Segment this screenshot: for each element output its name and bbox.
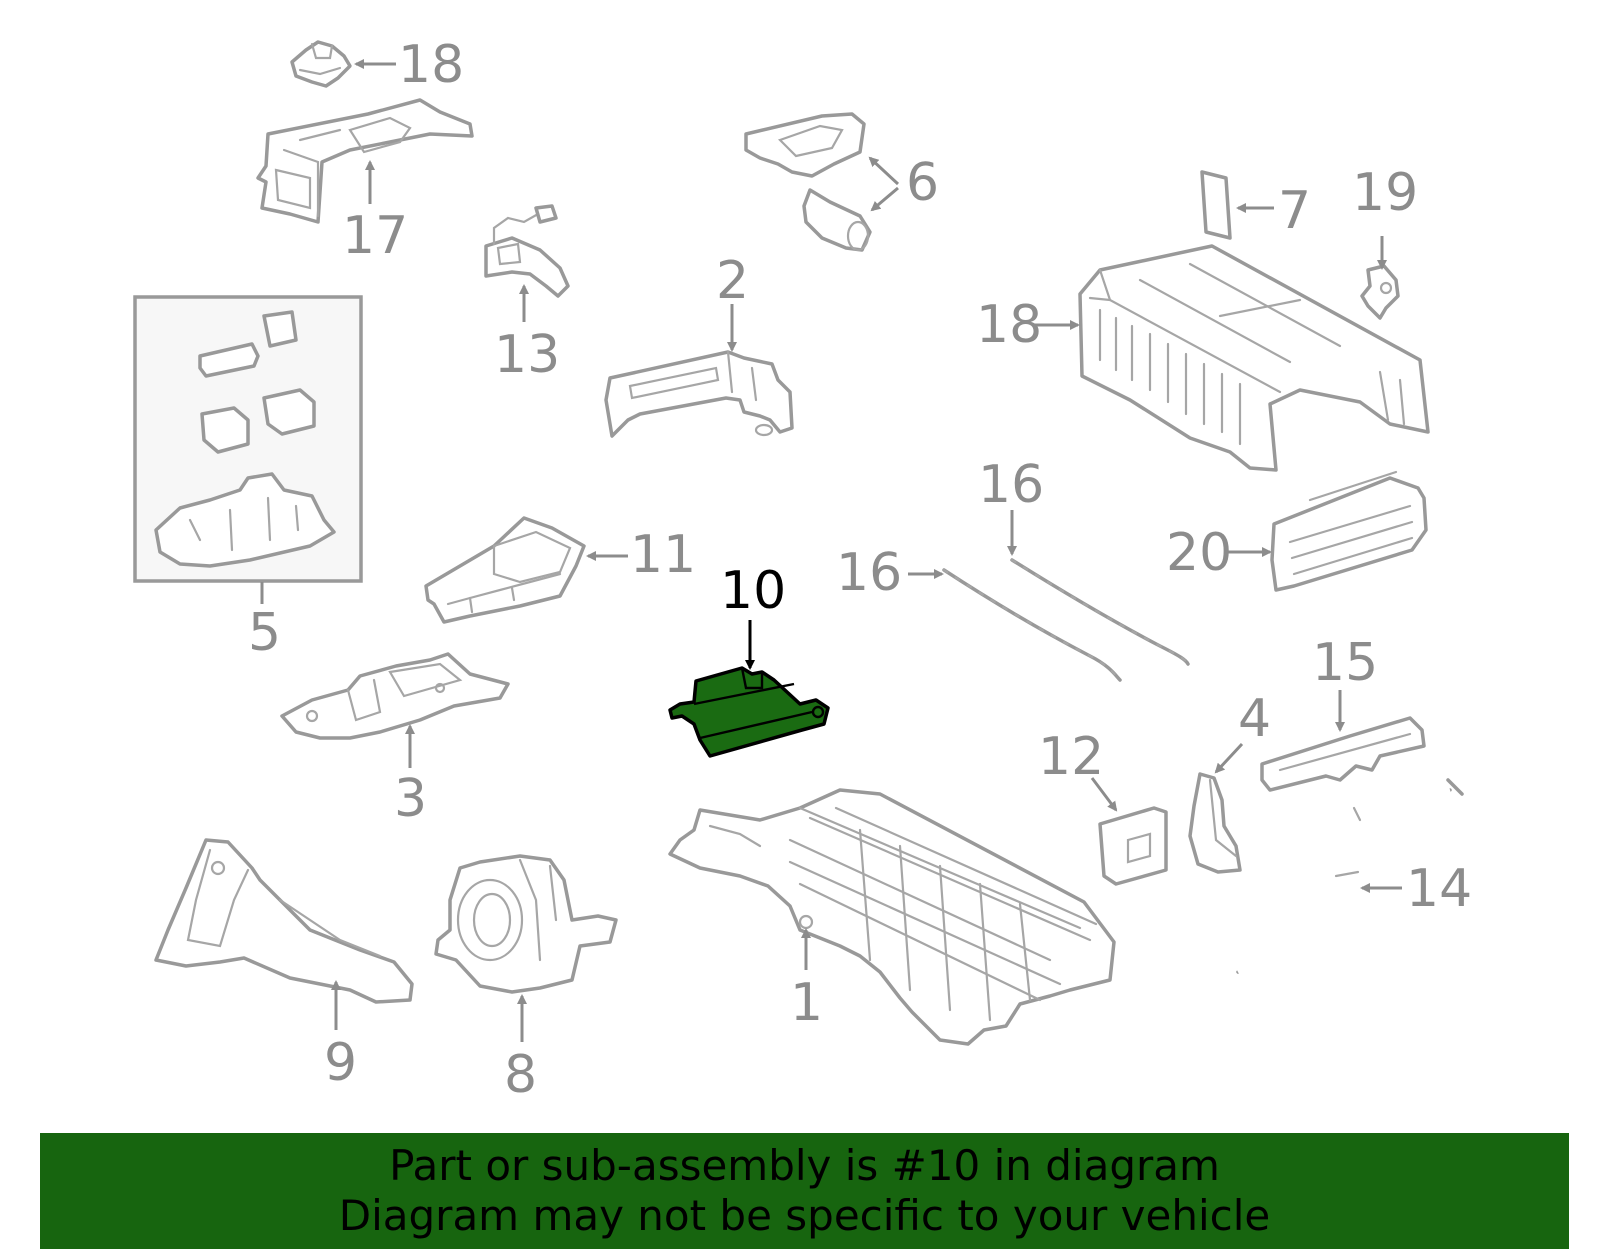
callout-19-top: 18: [398, 35, 464, 95]
callout-3: 3: [394, 769, 427, 829]
part-9-duct: [154, 838, 414, 1004]
part-18-cover: [1078, 244, 1430, 472]
callout-11: 11: [630, 525, 696, 585]
callout-6: 6: [906, 153, 939, 213]
part-14-hose: [1236, 778, 1464, 975]
part-11-duct: [424, 516, 586, 624]
part-13-sensor: [484, 204, 570, 298]
callout-1: 1: [790, 973, 823, 1033]
callout-labels: 18 17 13 6 7 19 18 2 5 11 10 16 16 20 3 …: [248, 35, 1472, 1105]
part-8-blower: [434, 854, 618, 994]
part-19-mount-top: [290, 40, 352, 88]
part-20-ecu: [1270, 470, 1428, 592]
callout-12: 12: [1038, 727, 1104, 787]
callout-9: 9: [324, 1033, 357, 1093]
callout-13: 13: [494, 325, 560, 385]
banner-line-2: Diagram may not be specific to your vehi…: [338, 1191, 1271, 1240]
part-10-bracket-highlighted: [668, 666, 830, 758]
callout-18: 18: [976, 295, 1042, 355]
part-12-module: [1098, 806, 1168, 886]
part-2-bracket: [604, 350, 794, 438]
callout-19-right: 19: [1352, 163, 1418, 223]
callout-4: 4: [1238, 689, 1271, 749]
part-3-plate: [280, 652, 510, 740]
banner-line-1: Part or sub-assembly is #10 in diagram: [389, 1141, 1220, 1190]
part-16-cables: [942, 558, 1190, 682]
part-5-relay-kit: [133, 295, 363, 583]
callout-17: 17: [342, 206, 408, 266]
info-banner: Part or sub-assembly is #10 in diagram D…: [40, 1133, 1569, 1249]
callout-2: 2: [716, 251, 749, 311]
part-1-battery-assembly: [668, 788, 1116, 1046]
part-19-clip-right: [1360, 264, 1400, 320]
callout-8: 8: [504, 1045, 537, 1105]
callout-20: 20: [1166, 523, 1232, 583]
callout-5: 5: [248, 603, 281, 663]
part-6-plug: [744, 112, 872, 252]
part-15-duct: [1260, 716, 1426, 792]
leader-lines: [260, 59, 1402, 1042]
callout-10-highlighted: 10: [720, 561, 786, 621]
part-17-bracket: [256, 98, 474, 224]
callout-7: 7: [1278, 181, 1311, 241]
part-4-bracket: [1188, 772, 1242, 874]
callout-16-top: 16: [978, 455, 1044, 515]
callout-14: 14: [1406, 859, 1472, 919]
callout-16-left: 16: [836, 543, 902, 603]
callout-15: 15: [1312, 633, 1378, 693]
part-7-label: [1200, 170, 1232, 240]
